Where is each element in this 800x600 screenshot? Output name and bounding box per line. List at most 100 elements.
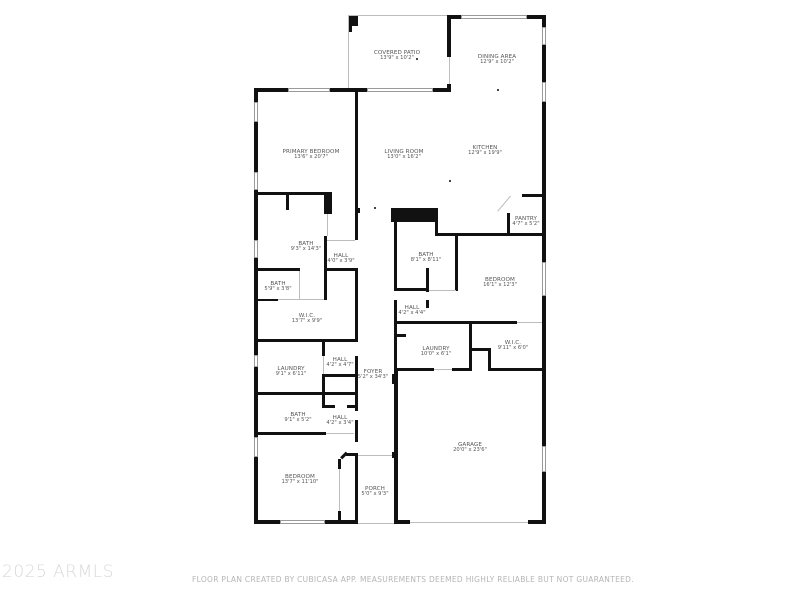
room-name: BEDROOM xyxy=(285,473,315,480)
east-wall-2 xyxy=(542,45,546,82)
room-name: HALL xyxy=(333,252,349,259)
room-name: PRIMARY BEDROOM xyxy=(282,148,340,155)
room-pantry: PANTRY 4'7" x 5'2" xyxy=(512,216,539,228)
room-kitchen: KITCHEN 12'9" x 19'9" xyxy=(468,145,502,157)
room-name: PANTRY xyxy=(514,215,537,222)
closet-stub xyxy=(286,192,289,210)
garage-top-mid xyxy=(452,368,472,371)
room-dimensions: 9'1" x 6'11" xyxy=(275,371,307,378)
measure-dot xyxy=(449,180,451,182)
pantry-top-wall xyxy=(522,194,544,197)
center-bath-east-wall xyxy=(455,236,458,291)
bath-hall-divider xyxy=(324,236,327,300)
room-hall-2: HALL 4'2" x 4'4" xyxy=(398,305,425,317)
dining-top-window xyxy=(461,15,527,19)
fireplace-step xyxy=(435,208,438,236)
bedroom-closet-bottom xyxy=(338,511,341,521)
east-wall-4 xyxy=(542,296,546,446)
room-bath-center: BATH 8'1" x 8'11" xyxy=(411,252,442,264)
room-laundry-west: LAUNDRY 9'1" x 6'11" xyxy=(276,366,307,378)
room-dimensions: 4'2" x 4'4" xyxy=(398,310,426,317)
room-garage: GARAGE 20'0" x 23'6" xyxy=(453,442,487,454)
wic-top-thin xyxy=(278,299,324,300)
wic-bump-right xyxy=(488,348,491,370)
garage-top-left xyxy=(394,368,434,371)
center-bath-inner xyxy=(426,268,429,292)
patio-left-edge xyxy=(348,16,349,89)
north-wall-mid xyxy=(330,88,367,92)
east-wall-3 xyxy=(542,102,546,262)
west-wall-3 xyxy=(254,190,258,240)
room-dimensions: 4'2" x 4'7" xyxy=(326,362,354,369)
room-dimensions: 13'6" x 20'7" xyxy=(294,154,328,161)
dining-top-wall-left xyxy=(447,15,461,19)
bedroom-south-thin xyxy=(517,322,542,323)
room-dimensions: 9'1" x 5'2" xyxy=(284,417,312,424)
measure-dot xyxy=(497,89,499,91)
room-dimensions: 9'11" x 6'0" xyxy=(497,345,529,352)
center-bath-top-right xyxy=(437,233,546,236)
patio-corner-post xyxy=(348,16,358,26)
foyer-east-wall xyxy=(394,336,397,368)
west-wall-6 xyxy=(254,457,258,524)
wic-east-west-wall xyxy=(469,324,472,370)
room-hall-3: HALL 4'2" x 4'7" xyxy=(326,357,353,369)
east-wall-5 xyxy=(542,472,546,524)
room-wic-primary: W.I.C. 13'7" x 9'9" xyxy=(292,313,323,325)
wic-top-wall xyxy=(258,299,278,301)
room-name: BATH xyxy=(298,240,314,247)
hall4-bottom xyxy=(326,433,354,434)
east-window-1 xyxy=(542,27,546,45)
hall2-east-stub xyxy=(426,300,429,308)
small-bath-right xyxy=(299,271,300,300)
room-name: LAUNDRY xyxy=(277,365,305,372)
north-window-living xyxy=(367,88,433,92)
porch-west-wall xyxy=(355,453,358,524)
wic-south-wall xyxy=(254,339,358,342)
foyer-east-knob xyxy=(392,374,396,380)
bath-opening xyxy=(327,214,328,236)
garage-west-wall xyxy=(394,368,398,524)
foyer-west-wall-3 xyxy=(355,420,358,442)
garage-south-right xyxy=(528,520,546,524)
room-name: DINING AREA xyxy=(477,53,517,60)
room-dimensions: 4'2" x 3'4" xyxy=(326,420,354,427)
bedroom-closet-front xyxy=(339,469,340,511)
west-wall-2 xyxy=(254,122,258,172)
room-dimensions: 5'9" x 3'8" xyxy=(264,286,292,293)
west-wall-1 xyxy=(254,88,258,102)
hall3-inner-stub xyxy=(322,374,325,406)
room-dimensions: 12'9" x 19'9" xyxy=(468,150,502,157)
room-name: KITCHEN xyxy=(472,144,498,151)
bath-west-south-wall xyxy=(254,432,326,435)
measure-dot xyxy=(374,207,376,209)
room-name: COVERED PATIO xyxy=(373,49,421,56)
garage-door xyxy=(410,522,528,523)
room-dimensions: 13'7" x 9'9" xyxy=(291,318,323,325)
room-name: HALL xyxy=(332,356,348,363)
dining-top-wall-right xyxy=(527,15,546,19)
center-bath-south-stub xyxy=(394,288,428,291)
laundry-hall3-divider xyxy=(322,342,325,356)
room-dimensions: 12'9" x 10'2" xyxy=(480,59,514,66)
bedroom-south-wall xyxy=(397,321,517,324)
primary-south-wall xyxy=(254,192,332,195)
room-dimensions: 9'3" x 14'3" xyxy=(290,246,322,253)
west-wall-5 xyxy=(254,367,258,437)
room-dimensions: 13'9" x 10'2" xyxy=(380,55,414,62)
bath-west-hall4-top xyxy=(322,405,335,408)
room-name: BATH xyxy=(418,251,434,258)
west-wall-4 xyxy=(254,258,258,355)
room-bedroom-east: BEDROOM 16'1" x 12'3" xyxy=(483,277,517,289)
center-bath-bottom xyxy=(428,290,456,291)
room-dimensions: 4'0" x 3'9" xyxy=(327,258,355,265)
pantry-door-diagonal xyxy=(497,195,511,212)
east-window-3 xyxy=(542,262,546,296)
hall3-left-thin xyxy=(323,356,324,374)
room-name: BATH xyxy=(290,411,306,418)
foyer-west-wall-2 xyxy=(355,356,358,411)
measure-dot xyxy=(416,58,418,60)
room-living-room: LIVING ROOM 13'0" x 16'2" xyxy=(384,149,423,161)
west-window-5 xyxy=(254,437,258,457)
